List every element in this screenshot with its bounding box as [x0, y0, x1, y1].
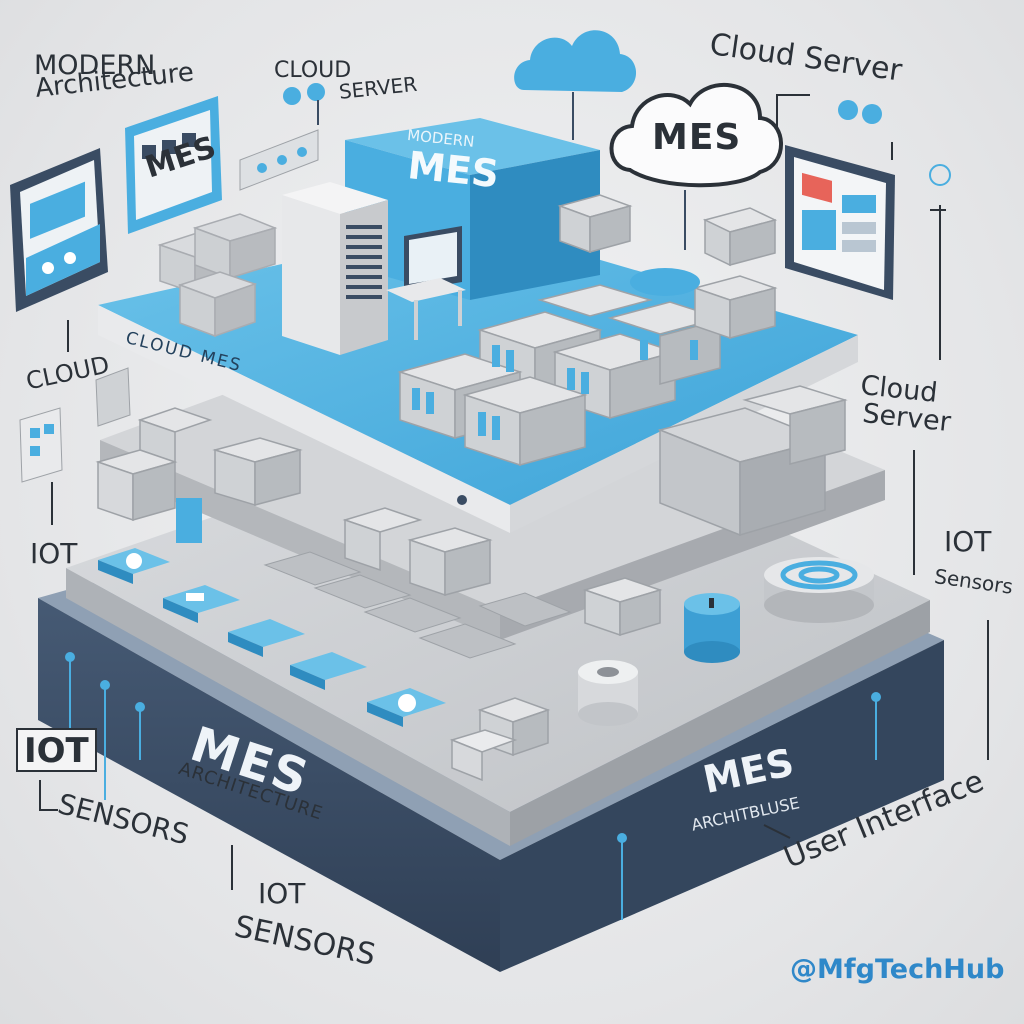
iot-box-label: IOT: [16, 728, 97, 772]
right-monitor: [785, 145, 895, 300]
top-right-module: [557, 194, 778, 340]
small-left-panels: [19, 367, 131, 483]
server-rack: [282, 182, 388, 355]
modern-label: MODERN: [34, 50, 156, 81]
left-tablet: [10, 148, 108, 312]
connector-lines: [39, 94, 989, 890]
cylinder-sensors: [578, 557, 874, 726]
iot-left-label: IOT: [30, 537, 78, 570]
iot-sensors-right-label-1: IOT: [944, 525, 992, 558]
connector-dots: [65, 164, 951, 920]
middle-modules: [95, 385, 848, 782]
document-stacks: [263, 551, 572, 659]
top-left-modules: [157, 213, 278, 338]
brand-handle: @MfgTechHub: [790, 954, 1005, 985]
workstation: [386, 226, 466, 340]
mes-cloud: [609, 82, 783, 250]
modern-mes-big-label: MES: [405, 143, 501, 197]
mes-cloud-label: MES: [652, 117, 742, 158]
top-center-modules: [397, 284, 723, 467]
cloud-label-small: CLOUD: [274, 58, 352, 83]
blue-cloud: [514, 30, 637, 140]
platform-screw: [457, 495, 467, 505]
iot-device-tiles: [98, 548, 446, 727]
small-toolbar-icons: [239, 83, 882, 191]
mes-tablet: [125, 96, 222, 234]
iot-bottom-label: IOT: [258, 877, 306, 910]
